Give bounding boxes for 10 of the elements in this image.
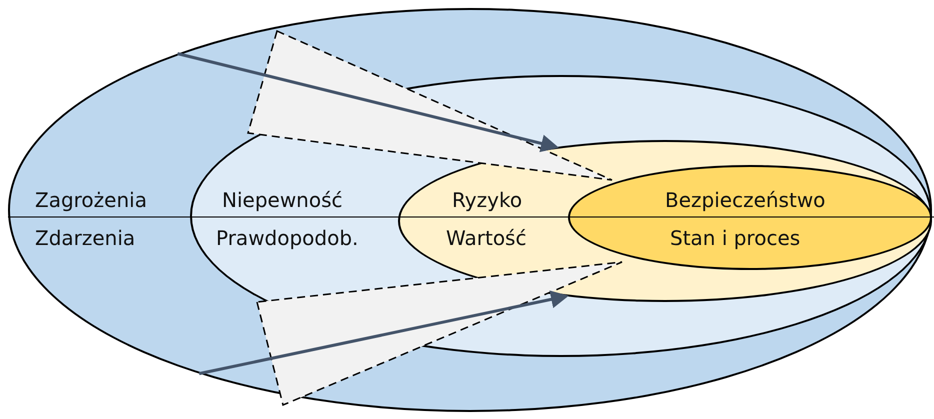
ellipse-label: Ryzyko (452, 188, 522, 212)
ellipse-label: Niepewność (222, 188, 343, 212)
ellipse-label: Zdarzenia (35, 226, 136, 250)
ellipse-label: Stan i proces (670, 226, 800, 250)
arrow (177, 52, 559, 152)
ellipse-label: Zagrożenia (35, 188, 147, 212)
ellipse-label: Wartość (446, 226, 526, 250)
ellipse-label: Bezpieczeństwo (665, 188, 826, 212)
arrow (198, 290, 569, 376)
ellipse-label: Prawdopodob. (216, 226, 358, 250)
